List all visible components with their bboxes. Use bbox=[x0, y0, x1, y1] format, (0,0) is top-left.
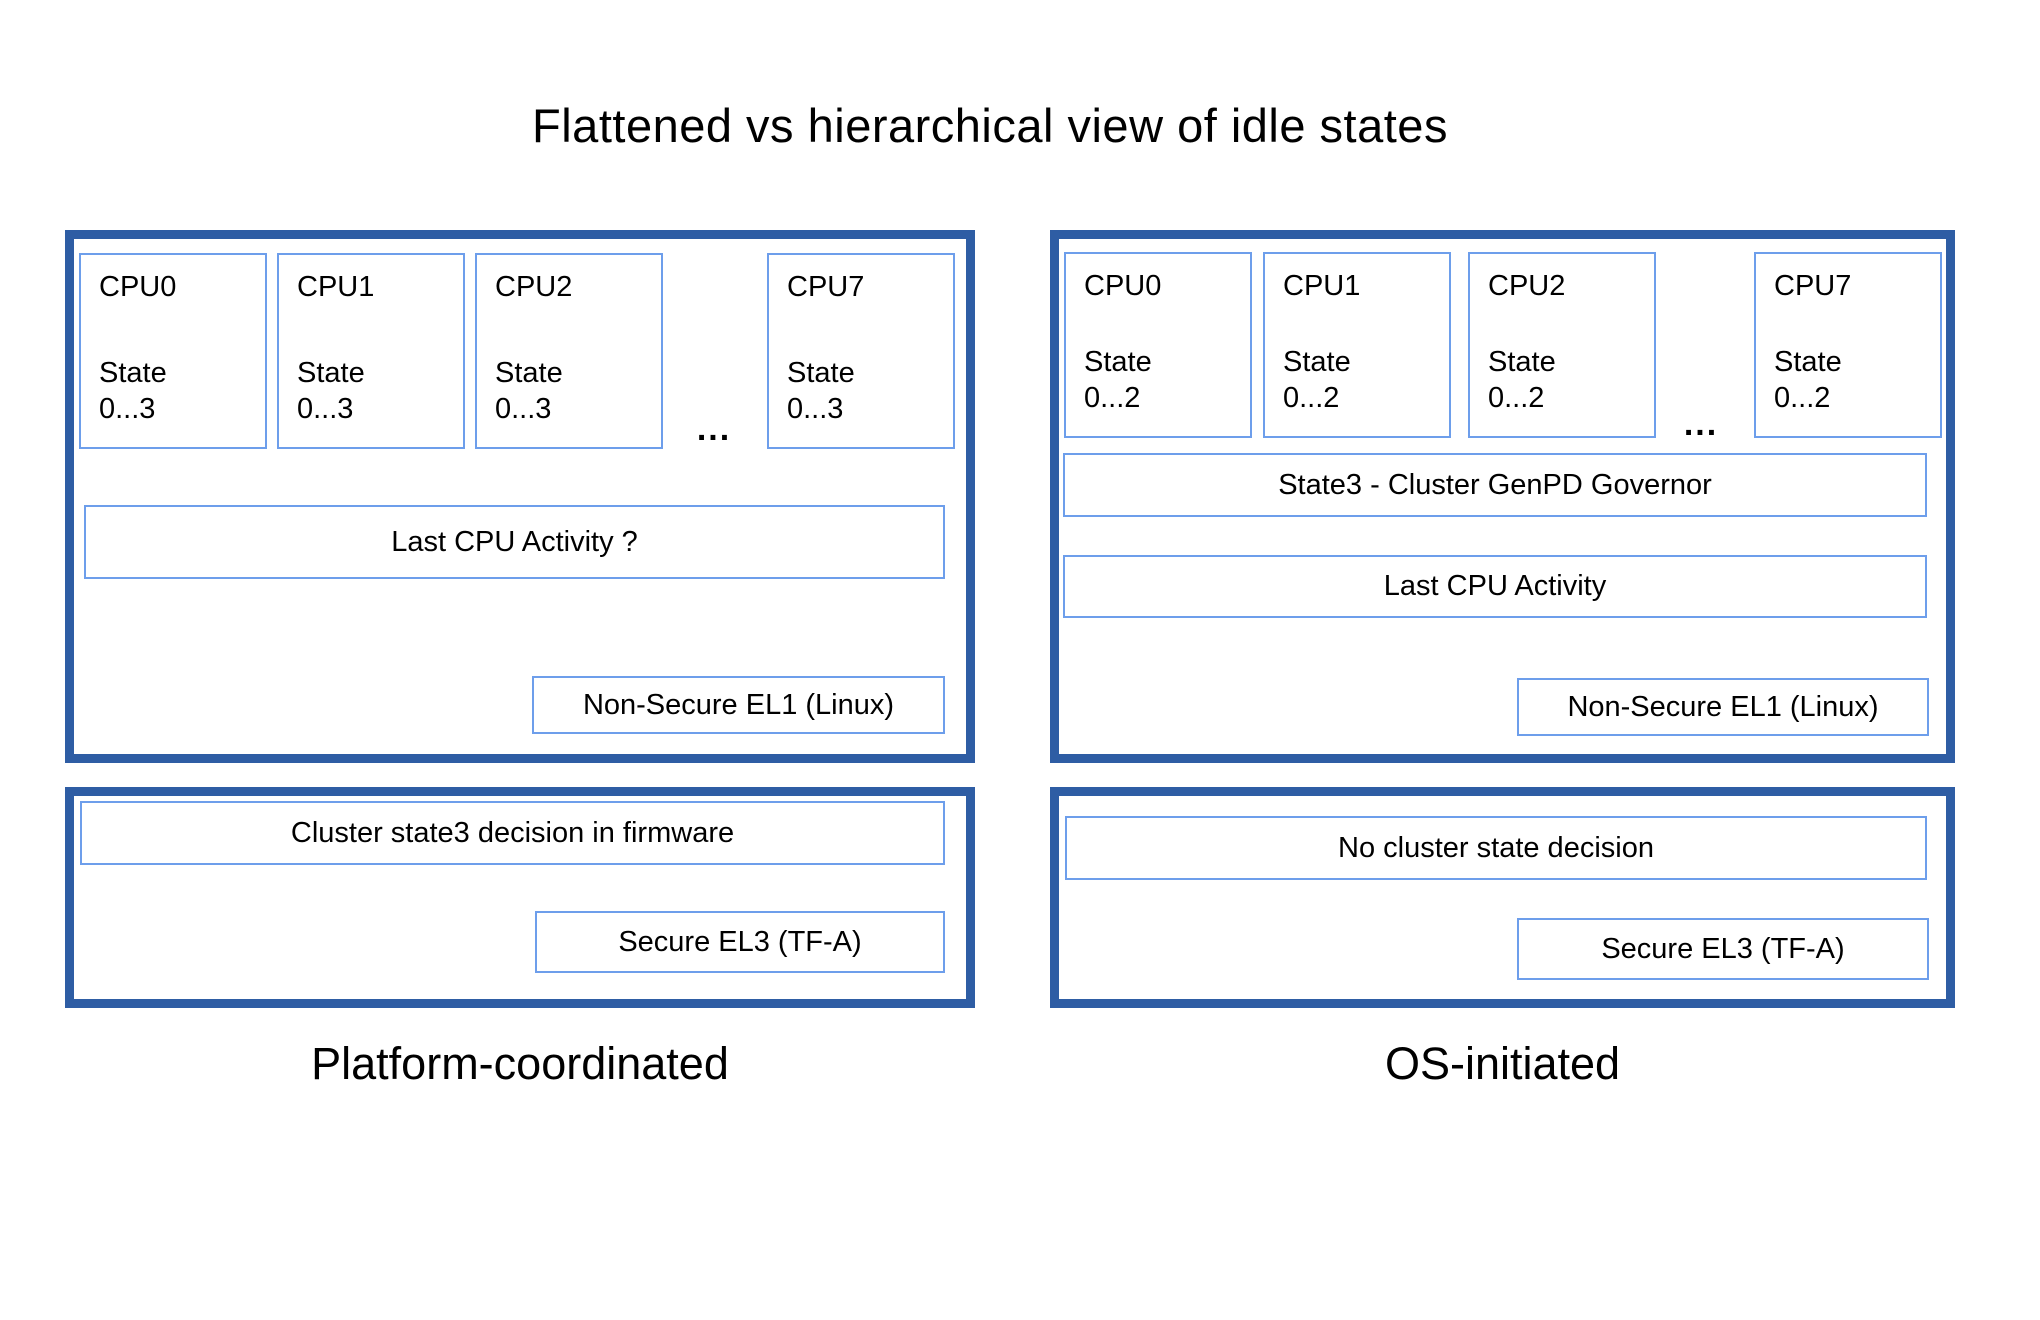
cpu-state: State 0...3 bbox=[99, 357, 167, 425]
cpu-label: CPU0 bbox=[1084, 270, 1162, 302]
cpu-box: CPU0 State 0...2 bbox=[1064, 252, 1252, 438]
cpu-ellipsis: ... bbox=[1683, 405, 1719, 443]
last-cpu-activity-box: Last CPU Activity ? bbox=[84, 505, 945, 579]
platform-coordinated-nonsecure-panel: CPU0 State 0...3 CPU1 State 0...3 CPU2 S… bbox=[65, 230, 975, 763]
cpu-state: State 0...3 bbox=[297, 357, 365, 425]
cpu-box: CPU7 State 0...3 bbox=[767, 253, 955, 449]
last-cpu-activity-box: Last CPU Activity bbox=[1063, 555, 1927, 618]
cpu-label: CPU7 bbox=[1774, 270, 1852, 302]
cluster-decision-box: Cluster state3 decision in firmware bbox=[80, 801, 945, 865]
cpu-label: CPU2 bbox=[495, 271, 573, 303]
cpu-box: CPU2 State 0...3 bbox=[475, 253, 663, 449]
cpu-state: State 0...2 bbox=[1774, 346, 1842, 414]
cpu-label: CPU0 bbox=[99, 271, 177, 303]
cpu-label: CPU7 bbox=[787, 271, 865, 303]
cpu-box: CPU1 State 0...2 bbox=[1263, 252, 1451, 438]
page-title: Flattened vs hierarchical view of idle s… bbox=[532, 99, 1448, 152]
cpu-ellipsis: ... bbox=[696, 410, 732, 448]
no-cluster-decision-box: No cluster state decision bbox=[1065, 816, 1927, 880]
cpu-label: CPU1 bbox=[1283, 270, 1361, 302]
secure-el3-box: Secure EL3 (TF-A) bbox=[535, 911, 945, 973]
cpu-state: State 0...3 bbox=[495, 357, 563, 425]
cluster-genpd-governor-box: State3 - Cluster GenPD Governor bbox=[1063, 453, 1927, 517]
os-initiated-nonsecure-panel: CPU0 State 0...2 CPU1 State 0...2 CPU2 S… bbox=[1050, 230, 1955, 763]
non-secure-el1-box: Non-Secure EL1 (Linux) bbox=[532, 676, 945, 734]
cpu-box: CPU0 State 0...3 bbox=[79, 253, 267, 449]
cpu-box: CPU2 State 0...2 bbox=[1468, 252, 1656, 438]
cpu-state: State 0...2 bbox=[1283, 346, 1351, 414]
cpu-label: CPU1 bbox=[297, 271, 375, 303]
cpu-state: State 0...2 bbox=[1488, 346, 1556, 414]
cpu-label: CPU2 bbox=[1488, 270, 1566, 302]
cpu-box: CPU1 State 0...3 bbox=[277, 253, 465, 449]
os-initiated-secure-panel: No cluster state decision Secure EL3 (TF… bbox=[1050, 787, 1955, 1008]
cpu-box: CPU7 State 0...2 bbox=[1754, 252, 1942, 438]
cpu-state: State 0...3 bbox=[787, 357, 855, 425]
cpu-state: State 0...2 bbox=[1084, 346, 1152, 414]
platform-coordinated-caption: Platform-coordinated bbox=[311, 1038, 729, 1089]
platform-coordinated-secure-panel: Cluster state3 decision in firmware Secu… bbox=[65, 787, 975, 1008]
secure-el3-box: Secure EL3 (TF-A) bbox=[1517, 918, 1929, 980]
os-initiated-caption: OS-initiated bbox=[1384, 1038, 1621, 1089]
non-secure-el1-box: Non-Secure EL1 (Linux) bbox=[1517, 678, 1929, 736]
